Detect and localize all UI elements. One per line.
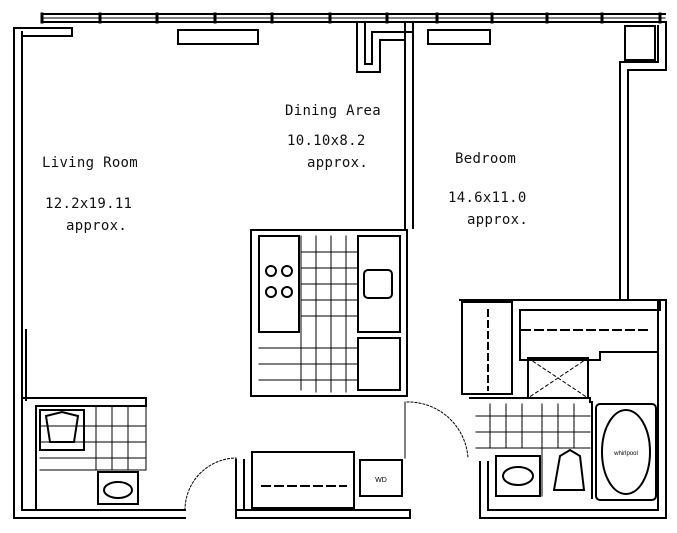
- whirlpool-label: whirlpool: [613, 451, 638, 457]
- hall-door: [404, 401, 469, 459]
- bathroom-left: [21, 397, 147, 511]
- bedroom-dims: 14.6x11.0: [448, 190, 527, 206]
- bedroom-note: approx.: [467, 212, 529, 228]
- living-room-name: Living Room: [42, 155, 139, 171]
- interior-walls: [25, 21, 491, 401]
- closet-bottom: [251, 451, 403, 509]
- living-room-note: approx.: [66, 218, 128, 234]
- kitchen: [250, 229, 408, 397]
- dining-area-note: approx.: [307, 155, 369, 171]
- bedroom-name: Bedroom: [455, 151, 517, 167]
- window-strip: [40, 12, 666, 24]
- dining-area-name: Dining Area: [285, 103, 382, 119]
- bathroom-right: [469, 357, 657, 501]
- dining-area-dims: 10.10x8.2: [287, 133, 366, 149]
- bath-right-tile-grid: [475, 403, 591, 497]
- bedroom-closet: [459, 299, 661, 395]
- entry-door: [184, 457, 237, 511]
- bath-left-tile-grid: [39, 405, 147, 471]
- living-room-dims: 12.2x19.11: [45, 196, 133, 212]
- washer-dryer-label: WD: [375, 477, 387, 484]
- kitchen-tile-grid: [258, 235, 358, 393]
- exterior-walls: [13, 21, 667, 519]
